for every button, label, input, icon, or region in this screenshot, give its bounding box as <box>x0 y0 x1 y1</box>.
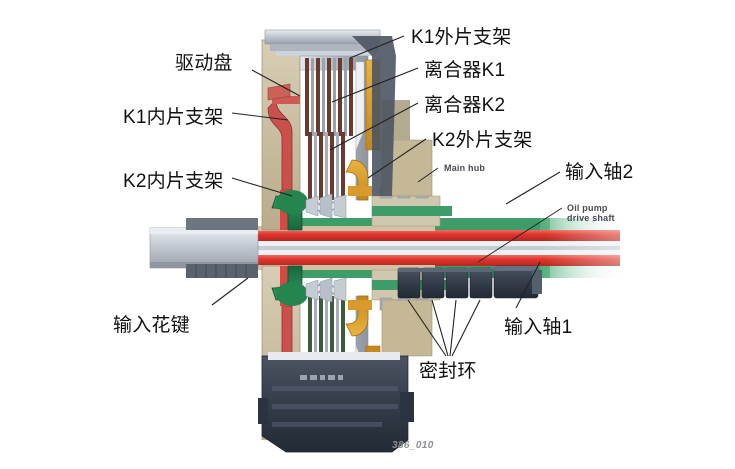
leader-input-shaft-1 <box>515 261 541 309</box>
label-k1-outer-plate-carrier: K1外片支架 <box>411 27 512 48</box>
input-shaft-1-lower <box>250 255 620 266</box>
leader-k1-inner <box>231 112 289 121</box>
upper-housing-cap <box>352 36 396 196</box>
shaft-collar-lower <box>255 265 435 270</box>
clutch-k2-plates-upper <box>308 132 345 200</box>
label-input-shaft-2: 输入轴2 <box>565 162 634 183</box>
leader-seal-ring-2 <box>431 299 449 357</box>
leader-seal-ring-4 <box>451 299 481 357</box>
figure-id: 386_010 <box>392 440 434 451</box>
k2-carrier-boss <box>276 190 308 214</box>
label-oil-pump-line2: drive shaft <box>567 213 615 223</box>
main-hub-green-band <box>372 206 452 216</box>
housing-left-lug <box>258 398 268 424</box>
leader-k1-outer <box>349 35 405 59</box>
label-k2-outer-plate-carrier: K2外片支架 <box>432 130 533 151</box>
leader-clutch-k1 <box>331 67 419 103</box>
leader-seal-ring-1 <box>407 299 447 357</box>
spring-cones-lower <box>305 277 347 303</box>
lower-housing <box>258 352 414 453</box>
label-clutch-k2: 离合器K2 <box>424 95 506 116</box>
label-oil-pump-line1: Oil pump <box>567 203 608 213</box>
input-shaft-1-end <box>493 265 542 299</box>
leader-input-spline <box>211 277 249 306</box>
shaft-core-line <box>190 246 620 250</box>
housing-seal-band <box>268 352 400 360</box>
input-spline-teeth <box>186 264 258 278</box>
leader-lines <box>211 35 563 357</box>
leader-k2-outer <box>367 138 427 179</box>
label-input-shaft-1: 输入轴1 <box>504 317 573 338</box>
housing-right-lug <box>400 392 414 422</box>
label-input-spline: 输入花键 <box>113 315 190 336</box>
label-seal-rings: 密封环 <box>419 361 477 382</box>
leader-k2-inner <box>231 177 293 197</box>
label-clutch-k1: 离合器K1 <box>424 60 506 81</box>
leader-input-shaft-2 <box>505 171 561 205</box>
leader-main-hub <box>417 167 439 183</box>
separator-strip-upper <box>355 61 365 151</box>
label-drive-plate: 驱动盘 <box>175 53 233 74</box>
leader-clutch-k2 <box>329 102 419 151</box>
input-spline-teeth-upper <box>186 218 258 230</box>
spring-cones-upper <box>305 193 347 219</box>
k2-piston-flange <box>348 186 372 196</box>
clutch-k2-plates-lower <box>308 296 345 364</box>
label-k2-inner-plate-carrier: K2内片支架 <box>123 171 224 192</box>
input-shaft-1-upper <box>250 230 620 241</box>
leader-oil-pump-shaft <box>477 207 563 263</box>
leader-drive-plate <box>251 69 301 97</box>
leader-seal-ring-3 <box>449 299 457 357</box>
seal-rings <box>397 267 493 299</box>
shaft-collar-upper <box>255 226 435 231</box>
shaft-assembly <box>190 205 735 295</box>
shaft-fade-out <box>545 205 735 295</box>
input-spline <box>149 218 259 278</box>
housing-ribs <box>272 386 398 427</box>
label-k1-inner-plate-carrier: K1内片支架 <box>123 107 224 128</box>
housing-stamp-text <box>300 375 343 380</box>
label-main-hub: Main hub <box>444 163 486 173</box>
